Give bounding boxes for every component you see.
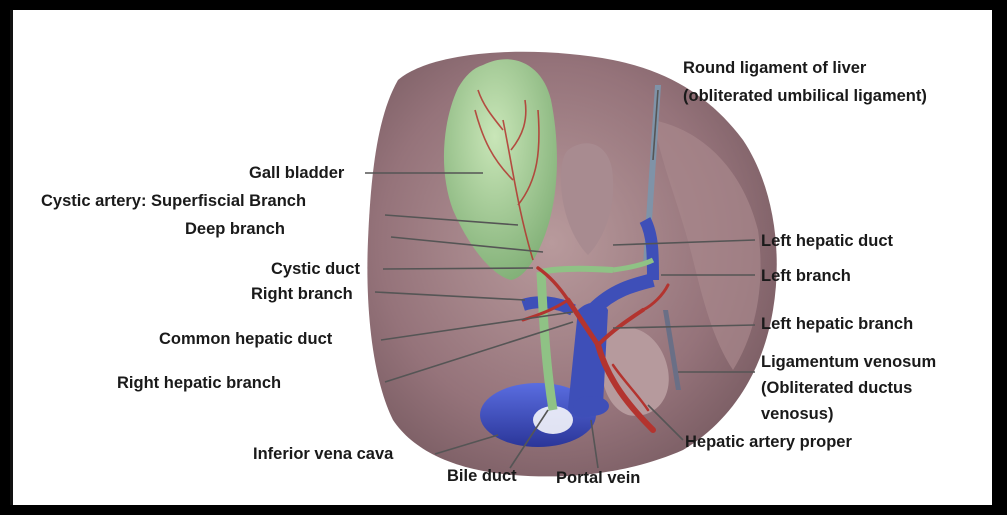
label-deep-branch: Deep branch bbox=[185, 219, 285, 239]
label-ligamentum-venosum-line1: Ligamentum venosum bbox=[761, 352, 936, 372]
label-right-branch: Right branch bbox=[251, 284, 353, 304]
liver-illustration bbox=[13, 10, 992, 505]
label-round-ligament-line1: Round ligament of liver bbox=[683, 58, 866, 78]
label-left-hepatic-branch: Left hepatic branch bbox=[761, 314, 913, 334]
label-ligamentum-venosum-line2: (Obliterated ductus bbox=[761, 378, 912, 398]
figure-frame: Gall bladder Cystic artery: Superfiscial… bbox=[10, 10, 992, 505]
label-ligamentum-venosum-line3: venosus) bbox=[761, 404, 833, 424]
label-right-hepatic-branch: Right hepatic branch bbox=[117, 373, 281, 393]
label-bile-duct: Bile duct bbox=[447, 466, 517, 486]
label-cystic-artery-superficial: Cystic artery: Superfiscial Branch bbox=[41, 191, 306, 211]
label-inferior-vena-cava: Inferior vena cava bbox=[253, 444, 393, 464]
label-round-ligament-line2: (obliterated umbilical ligament) bbox=[683, 86, 927, 106]
label-cystic-duct: Cystic duct bbox=[271, 259, 360, 279]
label-gall-bladder: Gall bladder bbox=[249, 163, 344, 183]
label-left-hepatic-duct: Left hepatic duct bbox=[761, 231, 893, 251]
label-portal-vein: Portal vein bbox=[556, 468, 640, 488]
label-hepatic-artery-proper: Hepatic artery proper bbox=[685, 432, 852, 452]
label-left-branch: Left branch bbox=[761, 266, 851, 286]
label-common-hepatic-duct: Common hepatic duct bbox=[159, 329, 332, 349]
